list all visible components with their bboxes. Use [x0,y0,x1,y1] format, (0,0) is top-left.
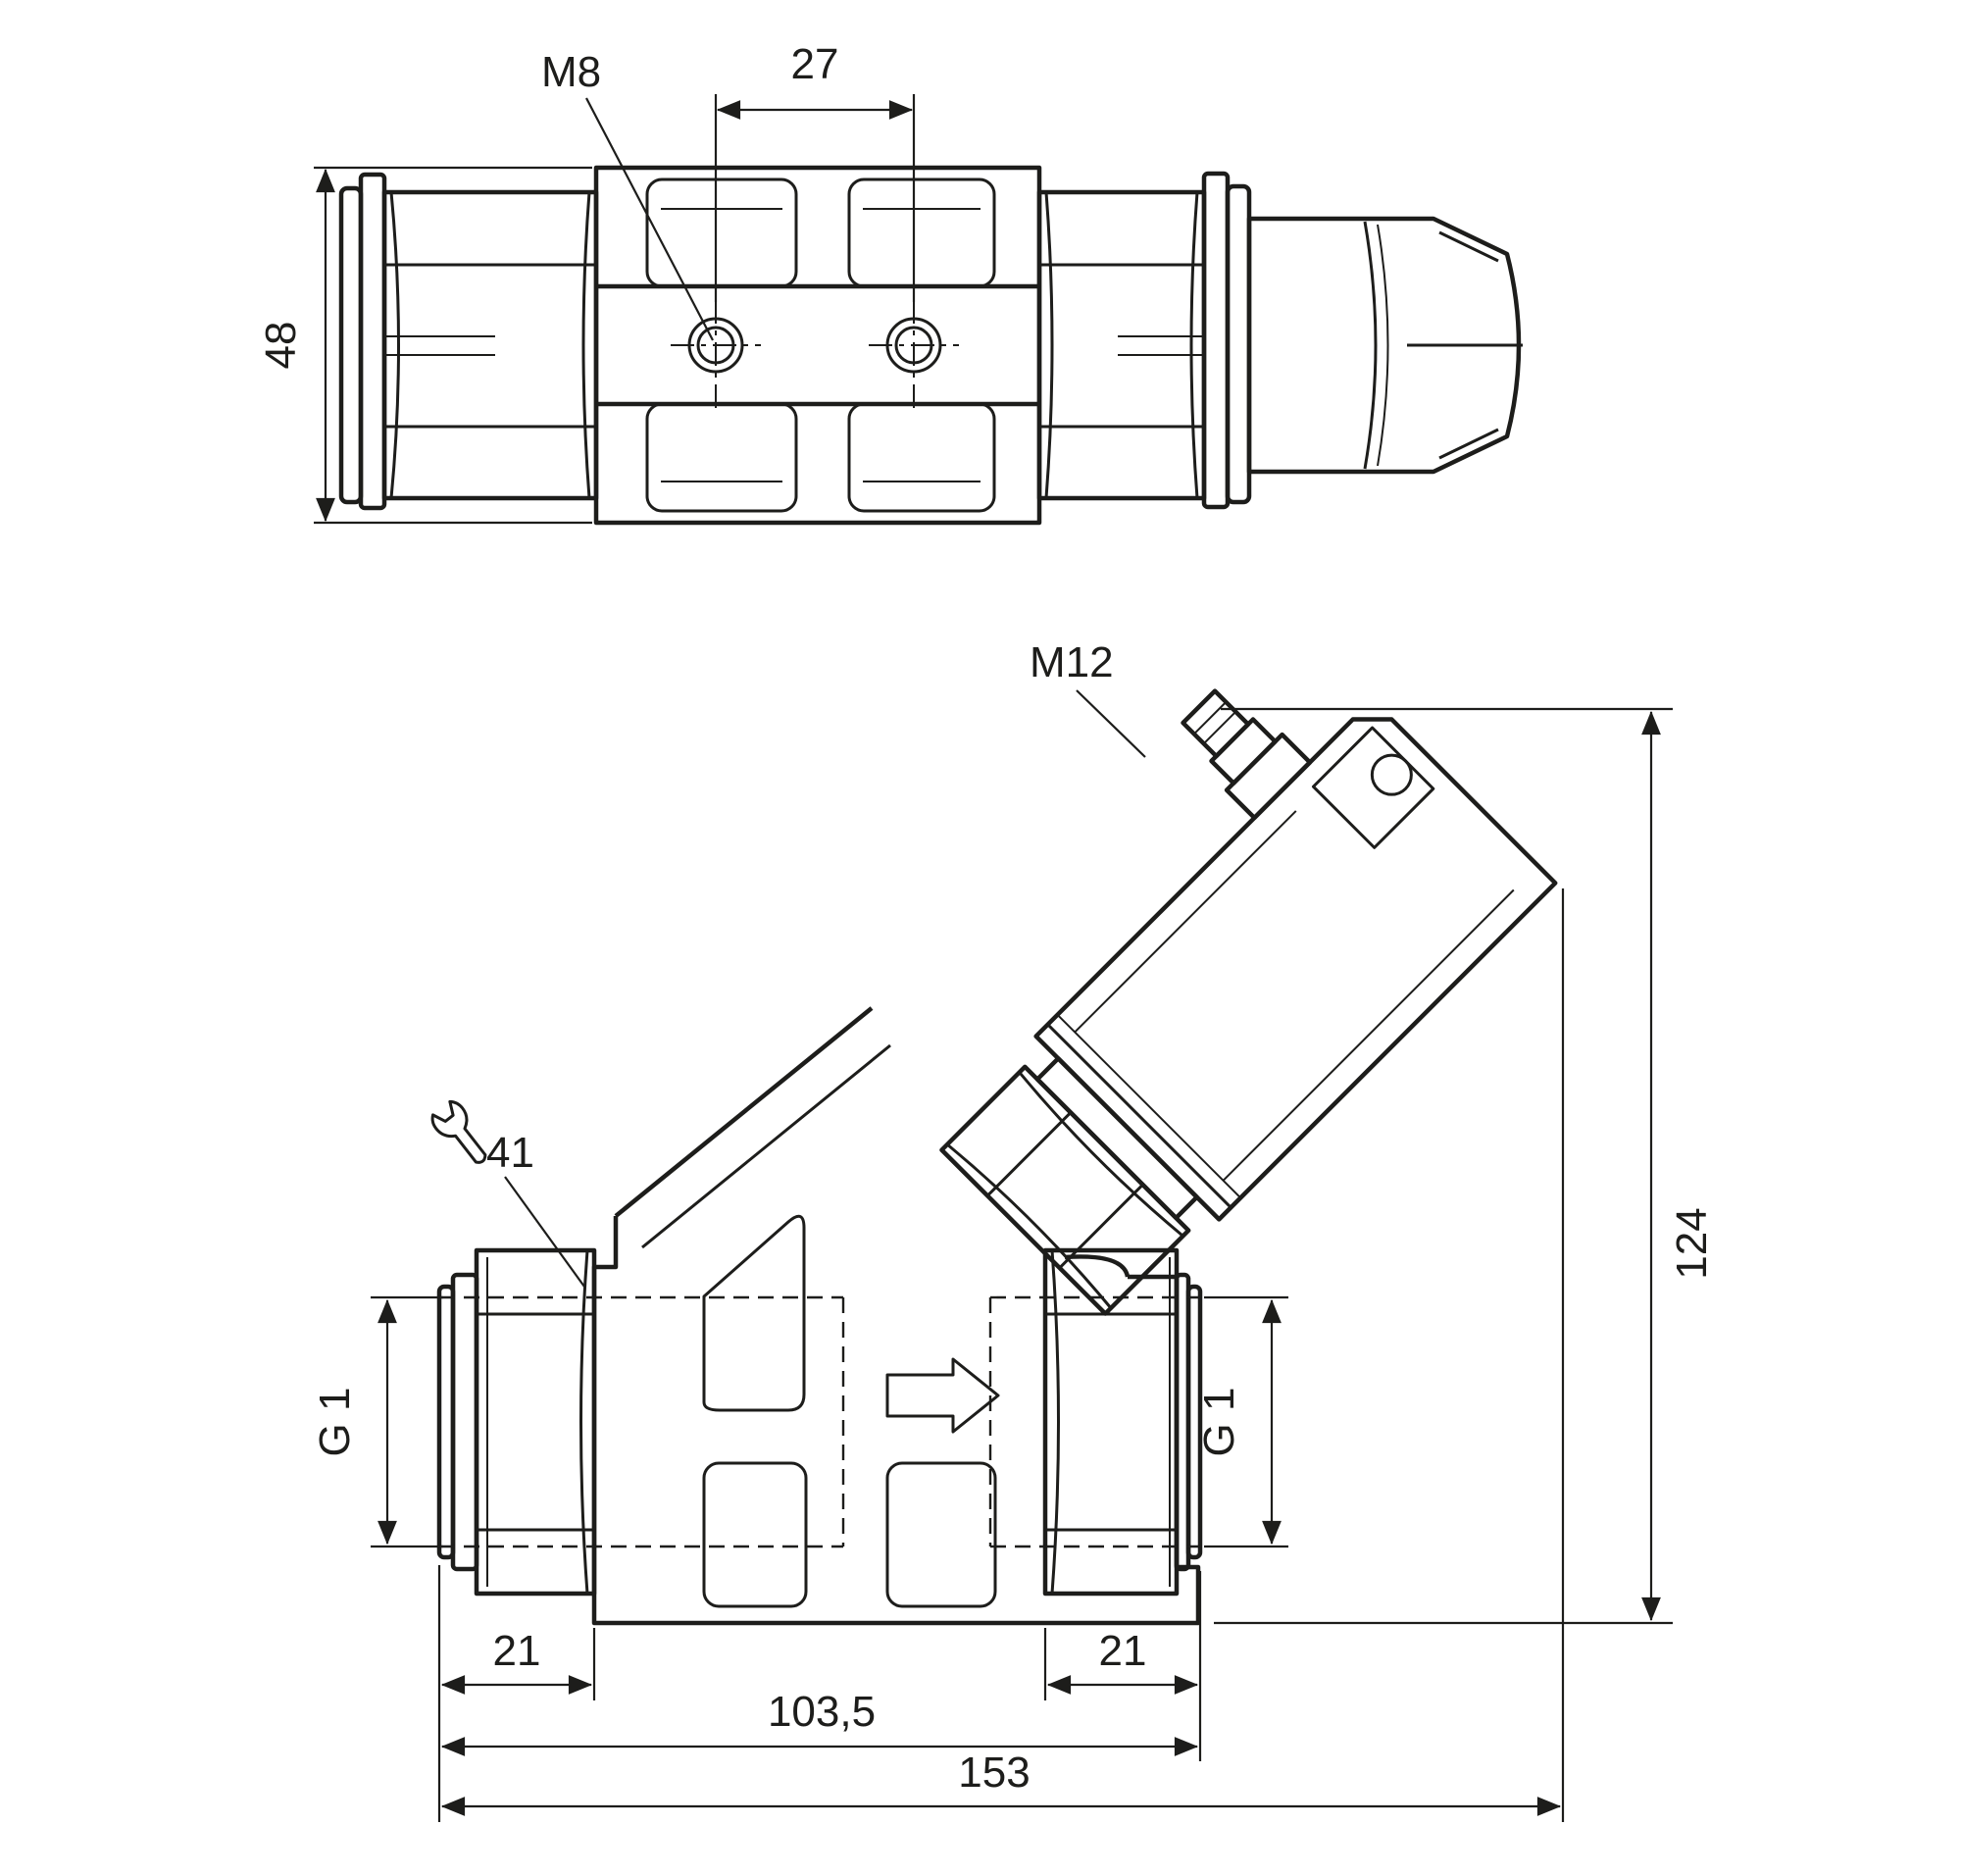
dim-21-right-label: 21 [1099,1627,1147,1675]
dim-21-left: 21 [440,1627,596,1700]
m8-thread-label: M8 [541,48,601,96]
dim-103-5: 103,5 [440,1571,1202,1761]
flow-arrow-icon [885,1357,1000,1434]
rib-top-right [847,177,996,288]
dim-153-label: 153 [958,1749,1030,1797]
left-hex-nut-top [381,189,599,501]
dim-153: 153 [437,888,1565,1822]
dim-thread-left-g1: G 1 [311,1295,443,1548]
label-m12: M12 [1030,638,1146,758]
dim-27-label: 27 [791,40,839,88]
dim-thread-right-g1: G 1 [1195,1295,1288,1548]
top-view: 48 M8 27 [257,40,1523,526]
wrench-size-41: 41 [430,1099,585,1288]
label-m8: M8 [541,48,714,341]
display-window [1311,726,1435,849]
relief-lower-left [702,1461,808,1608]
bottom-view: M12 41 G 1 G 1 [311,638,1716,1822]
rib-bottom-right [847,402,996,513]
dim-21-left-label: 21 [493,1627,541,1675]
sensor-branch [939,688,1558,1316]
rib-top-left [645,177,798,288]
dim-height-48: 48 [257,166,592,525]
dim-103-5-label: 103,5 [768,1688,876,1736]
dim-48-label: 48 [257,322,305,370]
g1-right-label: G 1 [1195,1388,1243,1457]
right-hex-nut-top [1036,189,1207,501]
dim-21-right: 21 [1043,1627,1199,1700]
mounting-hole-right [869,300,959,412]
m12-connector [1181,688,1313,821]
dim-124-label: 124 [1668,1207,1716,1279]
g1-left-label: G 1 [311,1388,359,1457]
relief-lower-right [885,1461,997,1608]
branch-spacer-ring [1034,1056,1199,1221]
mounting-block [593,165,1042,526]
right-port-flange-top [1201,171,1252,510]
dim-hole-spacing-27: 27 [714,40,916,302]
relief-upper-left [702,1214,806,1412]
wrench-size-label: 41 [486,1129,534,1177]
mounting-hole-left [671,300,761,412]
right-port [988,1247,1203,1597]
m12-connector-label: M12 [1030,638,1114,686]
dim-height-124: 124 [1214,707,1716,1625]
rib-bottom-left [645,402,798,513]
left-port-flange-top [338,172,387,511]
wrench-icon [430,1099,487,1164]
sensor-head-top [1246,216,1523,475]
left-port [436,1247,845,1597]
